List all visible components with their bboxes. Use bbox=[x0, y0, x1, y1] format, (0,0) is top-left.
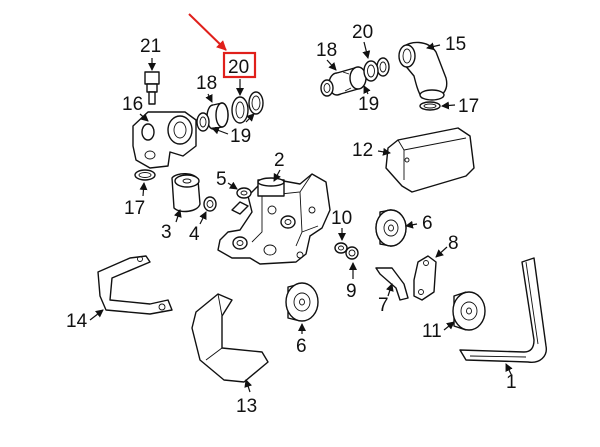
callout-1: 1 bbox=[506, 372, 517, 393]
part-1-belt bbox=[459, 257, 547, 377]
callout-5: 5 bbox=[216, 169, 227, 190]
part-9-plug bbox=[345, 246, 359, 279]
part-16-thermostat-housing bbox=[132, 111, 197, 169]
callout-6-lower: 6 bbox=[296, 336, 307, 357]
callout-6-upper: 6 bbox=[422, 213, 433, 234]
highlight-indicator bbox=[188, 13, 257, 79]
part-10-plug bbox=[334, 228, 348, 254]
callout-7: 7 bbox=[378, 295, 389, 316]
part-19-seal-left bbox=[196, 91, 264, 135]
callout-18-left: 18 bbox=[196, 73, 217, 94]
part-15-elbow-pipe bbox=[398, 41, 448, 101]
callout-14: 14 bbox=[66, 311, 88, 332]
callout-13: 13 bbox=[236, 396, 257, 417]
part-7-bracket bbox=[375, 267, 409, 301]
callout-19-right: 19 bbox=[358, 94, 379, 115]
part-6-pulley-lower bbox=[285, 282, 319, 334]
callout-17-right: 17 bbox=[458, 96, 479, 117]
callout-3: 3 bbox=[161, 222, 172, 243]
callout-12: 12 bbox=[352, 140, 373, 161]
part-20-clamp-right bbox=[362, 41, 379, 82]
part-6-pulley-upper bbox=[375, 209, 418, 247]
callout-11: 11 bbox=[422, 321, 442, 342]
highlight-box bbox=[222, 51, 257, 79]
callout-9: 9 bbox=[346, 281, 357, 302]
highlight-arrow bbox=[188, 13, 227, 51]
callout-8: 8 bbox=[448, 233, 459, 254]
callout-15: 15 bbox=[445, 34, 466, 55]
part-11-pulley bbox=[443, 291, 486, 331]
part-4-bushing bbox=[199, 196, 217, 225]
callout-20-right: 20 bbox=[352, 22, 373, 43]
part-13-bracket bbox=[191, 293, 269, 393]
callout-10: 10 bbox=[331, 208, 352, 229]
callout-21: 21 bbox=[140, 36, 161, 57]
part-21-sensor bbox=[144, 58, 160, 105]
part-17-seal-right bbox=[419, 101, 456, 111]
part-17-seal-left bbox=[134, 169, 156, 197]
callout-17-left: 17 bbox=[124, 198, 145, 219]
part-8-bracket bbox=[413, 246, 448, 301]
part-12-cover bbox=[377, 127, 475, 193]
callout-16: 16 bbox=[122, 94, 143, 115]
callout-2: 2 bbox=[274, 150, 285, 171]
part-5-fitting bbox=[227, 181, 252, 215]
callout-19-left: 19 bbox=[230, 126, 251, 147]
callout-18-right: 18 bbox=[316, 40, 337, 61]
part-18-hose-left bbox=[205, 93, 229, 130]
callout-labels: 21 20 18 19 16 17 18 20 15 19 17 12 2 5 … bbox=[66, 22, 517, 417]
part-18-hose-right bbox=[326, 59, 367, 96]
part-20-clamp-left bbox=[231, 79, 249, 124]
callout-4: 4 bbox=[189, 224, 200, 245]
main-housing-block bbox=[217, 169, 331, 265]
part-3-idler bbox=[171, 173, 201, 223]
callout-20-highlighted: 20 bbox=[228, 57, 249, 78]
part-14-bracket bbox=[89, 255, 173, 321]
